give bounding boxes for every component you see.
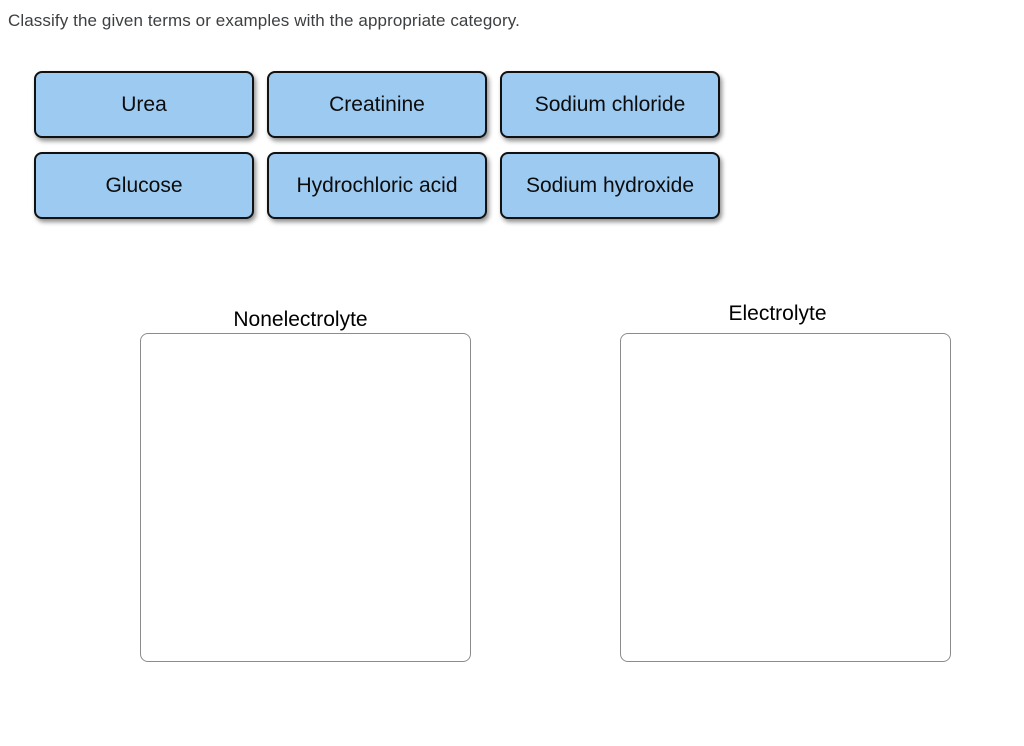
term-chip-glucose[interactable]: Glucose (34, 152, 254, 219)
term-chip-creatinine[interactable]: Creatinine (267, 71, 487, 138)
dropzone-electrolyte[interactable] (620, 333, 951, 662)
term-chip-sodium-hydroxide[interactable]: Sodium hydroxide (500, 152, 720, 219)
prompt-text: Classify the given terms or examples wit… (8, 11, 520, 30)
term-chip-hydrochloric-acid[interactable]: Hydrochloric acid (267, 152, 487, 219)
category-label-electrolyte: Electrolyte (728, 302, 827, 325)
term-chip-sodium-chloride[interactable]: Sodium chloride (500, 71, 720, 138)
dropzone-nonelectrolyte[interactable] (140, 333, 471, 662)
term-chip-urea[interactable]: Urea (34, 71, 254, 138)
category-label-nonelectrolyte: Nonelectrolyte (233, 308, 368, 331)
term-chip-bank: Urea Creatinine Sodium chloride Glucose … (34, 71, 720, 219)
